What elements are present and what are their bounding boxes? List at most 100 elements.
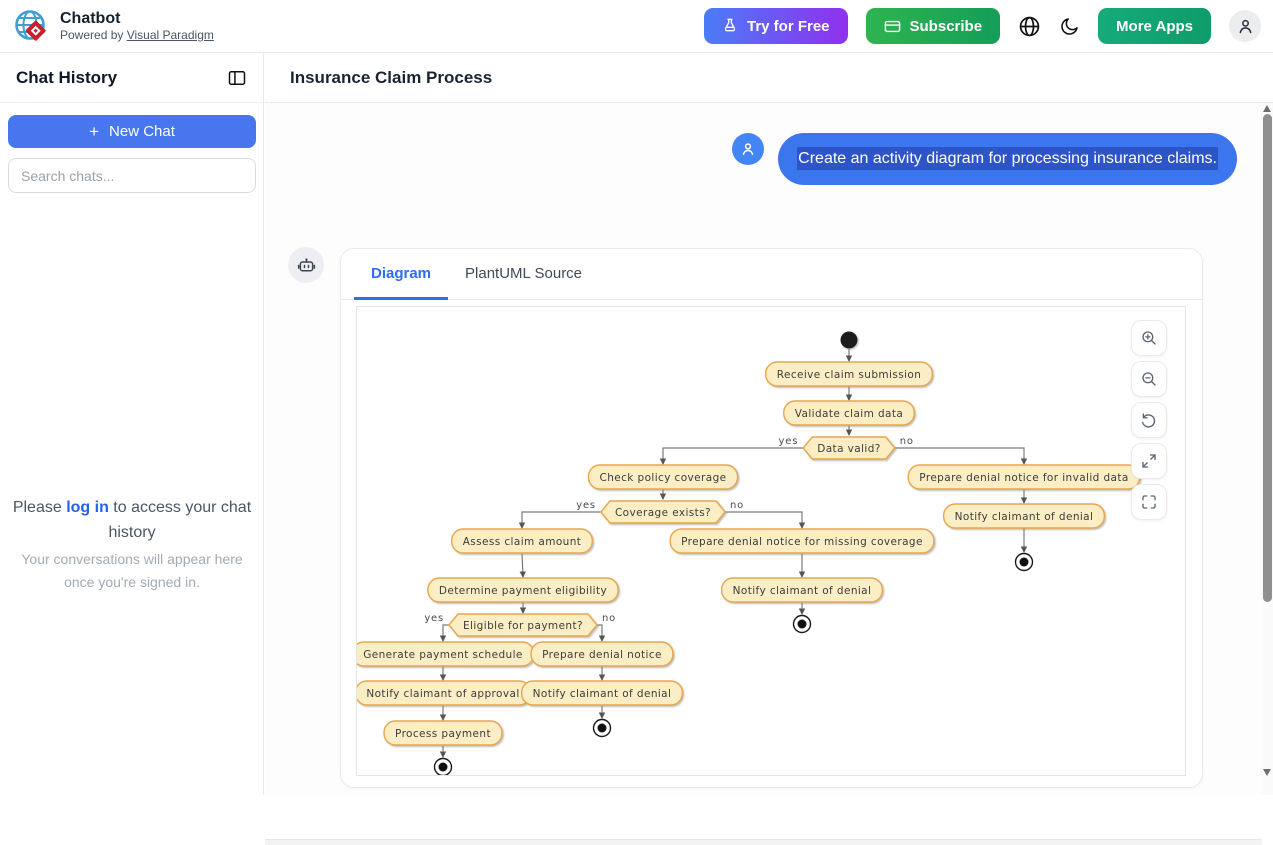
tabs-bar: Diagram PlantUML Source bbox=[341, 249, 1202, 300]
svg-text:Prepare denial notice for inva: Prepare denial notice for invalid data bbox=[919, 472, 1128, 484]
diagram-node-assess: Assess claim amount bbox=[451, 528, 593, 554]
svg-text:Process payment: Process payment bbox=[395, 728, 491, 740]
chat-area: Create an activity diagram for processin… bbox=[265, 103, 1273, 845]
powered-by: Powered by Visual Paradigm bbox=[60, 28, 214, 43]
diagram-node-eligible: Eligible for payment? bbox=[448, 613, 598, 637]
user-message-text: Create an activity diagram for processin… bbox=[797, 147, 1218, 170]
bottom-separator bbox=[265, 839, 1262, 845]
svg-text:Data valid?: Data valid? bbox=[817, 443, 881, 455]
svg-text:Generate payment schedule: Generate payment schedule bbox=[363, 649, 523, 661]
more-apps-button[interactable]: More Apps bbox=[1098, 8, 1211, 44]
scrollbar-down-arrow[interactable] bbox=[1263, 769, 1271, 776]
diagram-edge bbox=[596, 624, 606, 642]
svg-text:Coverage exists?: Coverage exists? bbox=[615, 507, 711, 519]
dark-mode-toggle[interactable] bbox=[1059, 16, 1080, 37]
svg-text:Eligible for payment?: Eligible for payment? bbox=[463, 620, 583, 632]
chat-history-sidebar: Chat History + New Chat Please log in to… bbox=[0, 53, 264, 795]
user-message-row: Create an activity diagram for processin… bbox=[732, 133, 1237, 185]
new-chat-button[interactable]: + New Chat bbox=[8, 115, 256, 148]
diagram-edge bbox=[659, 447, 804, 465]
edge-label-yes: yes bbox=[424, 613, 444, 624]
search-chats-input[interactable] bbox=[8, 158, 256, 193]
diagram-node-end-main bbox=[433, 757, 453, 775]
diagram-node-end-missing bbox=[792, 614, 812, 634]
svg-text:Receive claim submission: Receive claim submission bbox=[777, 369, 922, 381]
diagram-node-generate: Generate payment schedule bbox=[357, 641, 535, 667]
zoom-in-button[interactable] bbox=[1131, 320, 1167, 356]
app-title: Chatbot bbox=[60, 9, 121, 27]
powered-by-prefix: Powered by bbox=[60, 27, 127, 42]
visual-paradigm-link[interactable]: Visual Paradigm bbox=[126, 27, 214, 42]
visual-paradigm-logo-icon bbox=[15, 10, 46, 41]
globe-icon bbox=[1019, 16, 1040, 36]
subscribe-button[interactable]: Subscribe bbox=[865, 8, 1001, 44]
diagram-node-end-invalid bbox=[1014, 552, 1034, 572]
panel-toggle-icon bbox=[228, 70, 246, 85]
diagram-edge bbox=[439, 624, 450, 642]
edge-label-no: no bbox=[602, 613, 616, 624]
edge-label-no: no bbox=[900, 436, 914, 447]
card-icon bbox=[884, 20, 900, 32]
svg-text:Determine payment eligibility: Determine payment eligibility bbox=[439, 585, 607, 597]
expand-button[interactable] bbox=[1131, 443, 1167, 479]
flask-icon bbox=[724, 18, 736, 32]
diagram-node-coverage-exists: Coverage exists? bbox=[600, 500, 726, 524]
try-for-free-button[interactable]: Try for Free bbox=[703, 8, 848, 44]
login-prompt-suffix: to access your chat history bbox=[108, 499, 252, 541]
svg-text:Notify claimant of approval: Notify claimant of approval bbox=[366, 688, 519, 700]
new-chat-label: New Chat bbox=[109, 123, 175, 140]
user-message-bubble: Create an activity diagram for processin… bbox=[778, 133, 1237, 185]
moon-icon bbox=[1061, 17, 1078, 35]
diagram-node-process-payment: Process payment bbox=[383, 720, 503, 746]
conversation-header: Insurance Claim Process bbox=[265, 53, 1273, 103]
reset-view-button[interactable] bbox=[1131, 402, 1167, 438]
log-in-link[interactable]: log in bbox=[66, 499, 109, 516]
edge-label-yes: yes bbox=[576, 500, 596, 511]
tab-plantuml-source[interactable]: PlantUML Source bbox=[448, 249, 599, 300]
login-prompt: Please log in to access your chat histor… bbox=[12, 495, 252, 594]
login-prompt-prefix: Please bbox=[12, 499, 67, 516]
diagram-node-prep-missing: Prepare denial notice for missing covera… bbox=[669, 528, 935, 554]
subscribe-label: Subscribe bbox=[909, 17, 983, 35]
svg-text:Assess claim amount: Assess claim amount bbox=[463, 536, 582, 548]
diagram-node-notify-missing: Notify claimant of denial bbox=[720, 577, 884, 603]
person-icon bbox=[1239, 19, 1251, 33]
user-person-icon bbox=[742, 143, 754, 155]
scrollbar-thumb[interactable] bbox=[1263, 114, 1272, 602]
fullscreen-icon bbox=[1142, 495, 1156, 509]
diagram-node-start bbox=[840, 331, 858, 349]
edge-label-yes: yes bbox=[779, 436, 799, 447]
svg-text:Notify claimant of denial: Notify claimant of denial bbox=[733, 585, 872, 597]
diagram-edge bbox=[894, 447, 1028, 465]
user-account-button[interactable] bbox=[1229, 10, 1261, 42]
page-scrollbar bbox=[1261, 103, 1273, 795]
language-button[interactable] bbox=[1018, 15, 1041, 38]
main-panel: Insurance Claim Process Create an activi… bbox=[265, 53, 1273, 845]
diagram-node-end-denial bbox=[592, 718, 612, 738]
tab-diagram[interactable]: Diagram bbox=[354, 249, 449, 300]
svg-text:Notify claimant of denial: Notify claimant of denial bbox=[955, 511, 1094, 523]
diagram-edges: yes no yes no yes no bbox=[424, 349, 1028, 758]
diagram-node-validate: Validate claim data bbox=[783, 400, 915, 426]
diagram-node-receive: Receive claim submission bbox=[765, 361, 933, 387]
svg-text:Validate claim data: Validate claim data bbox=[795, 408, 904, 420]
edge-label-no: no bbox=[730, 500, 744, 511]
diagram-node-notify-invalid: Notify claimant of denial bbox=[942, 503, 1106, 529]
expand-icon bbox=[1142, 454, 1156, 468]
zoom-out-button[interactable] bbox=[1131, 361, 1167, 397]
svg-text:Prepare denial notice for miss: Prepare denial notice for missing covera… bbox=[681, 536, 923, 548]
try-for-free-label: Try for Free bbox=[746, 17, 830, 35]
svg-text:Prepare denial notice: Prepare denial notice bbox=[542, 649, 662, 661]
collapse-sidebar-button[interactable] bbox=[227, 68, 247, 88]
diagram-node-data-valid: Data valid? bbox=[802, 436, 896, 460]
brand: Chatbot Powered by Visual Paradigm bbox=[12, 7, 214, 45]
robot-icon bbox=[297, 258, 315, 271]
scrollbar-up-arrow[interactable] bbox=[1263, 105, 1271, 112]
svg-text:Check policy coverage: Check policy coverage bbox=[599, 472, 726, 484]
top-header: Chatbot Powered by Visual Paradigm Try f… bbox=[0, 0, 1273, 53]
diagram-node-notify-denial: Notify claimant of denial bbox=[520, 680, 684, 706]
fullscreen-button[interactable] bbox=[1131, 484, 1167, 520]
